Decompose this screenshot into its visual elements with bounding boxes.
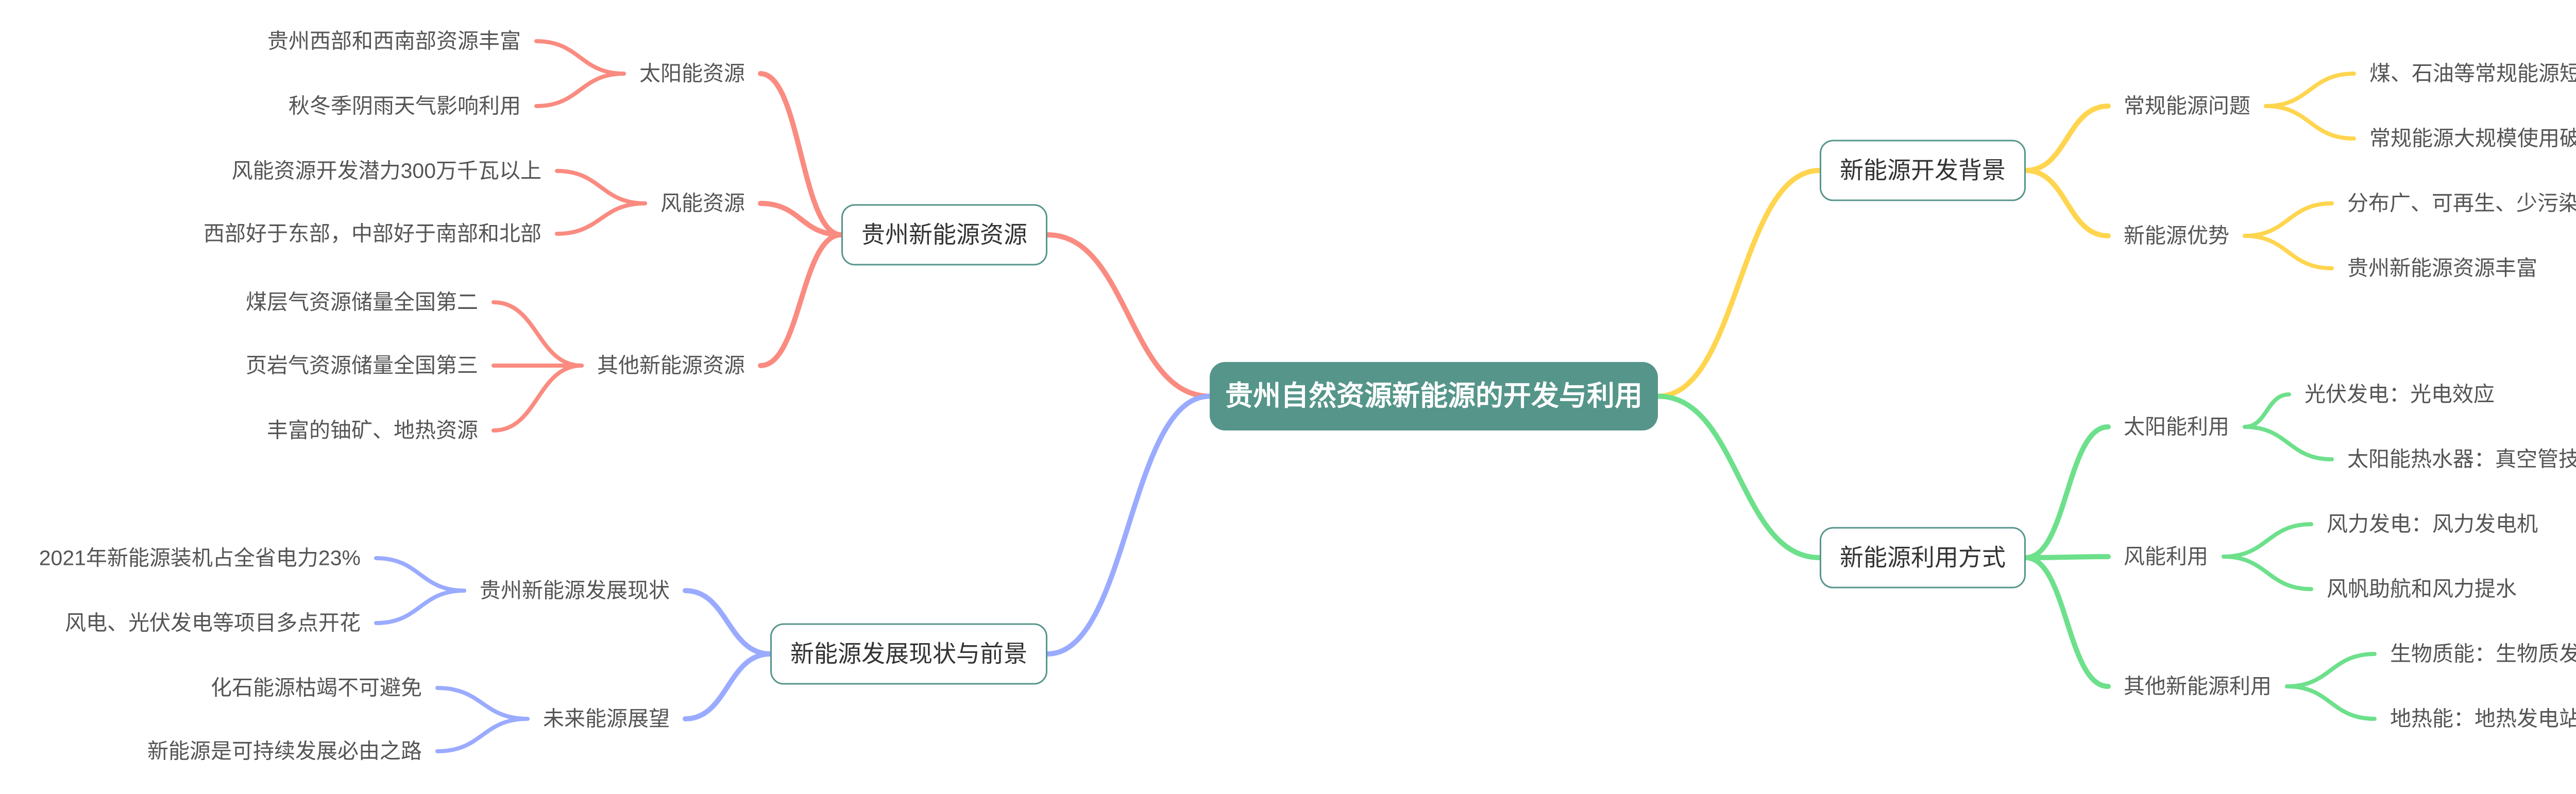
connector-line [435,717,530,753]
connector-line [2222,555,2313,591]
connector-line [2285,652,2377,688]
connector-line [1045,393,1212,657]
leaf-topic[interactable]: 风力发电：风力发电机 [2327,512,2538,536]
connector-line [1045,232,1212,399]
connector-line [2023,424,2111,560]
leaf-topic[interactable]: 新能源是可持续发展必由之路 [147,739,422,763]
leaf-topic[interactable]: 化石能源枯竭不可避免 [211,676,422,700]
connector-line [2243,425,2334,461]
leaf-topic[interactable]: 风电、光伏发电等项目多点开花 [65,611,361,635]
connector-line [534,72,626,108]
connector-line [534,39,626,76]
connector-line [435,686,530,721]
main-topic-background[interactable]: 新能源开发背景 [1820,140,2026,201]
leaf-topic[interactable]: 风帆助航和风力提水 [2327,577,2517,601]
connector-line [758,232,844,368]
main-topic-guizhou-resources[interactable]: 贵州新能源资源 [841,204,1047,266]
connector-line [2285,684,2377,721]
subtopic-solar-resources[interactable]: 太阳能资源 [639,61,745,85]
leaf-topic[interactable]: 光伏发电：光电效应 [2304,382,2495,406]
connector-line [2023,555,2111,689]
subtopic-solar-utilization[interactable]: 太阳能利用 [2124,415,2229,439]
connector-line [683,588,773,657]
leaf-topic[interactable]: 常规能源大规模使用破坏环境 [2369,126,2576,150]
connector-line [2023,554,2111,560]
connector-line [758,71,844,237]
leaf-topic[interactable]: 秋冬季阴雨天气影响利用 [289,94,521,118]
subtopic-new-energy-advantages[interactable]: 新能源优势 [2124,223,2229,248]
subtopic-conventional-energy-problems[interactable]: 常规能源问题 [2124,94,2250,118]
subtopic-wind-resources[interactable]: 风能资源 [660,191,745,215]
leaf-topic[interactable]: 西部好于东部，中部好于南部和北部 [204,221,541,246]
leaf-topic[interactable]: 2021年新能源装机占全省电力23% [39,546,361,570]
connector-line [374,589,466,625]
connector-line [683,651,773,721]
connector-line [2023,103,2111,173]
leaf-topic[interactable]: 地热能：地热发电站 [2390,706,2576,731]
connector-line [2243,392,2291,429]
connector-line [374,556,466,593]
subtopic-future-outlook[interactable]: 未来能源展望 [543,706,670,731]
subtopic-other-resources[interactable]: 其他新能源资源 [597,353,745,377]
connector-line [492,364,584,433]
connector-line [555,169,647,205]
leaf-topic[interactable]: 生物质能：生物质发电厂 [2390,642,2576,666]
leaf-topic[interactable]: 丰富的铀矿、地热资源 [267,418,478,442]
subtopic-wind-utilization[interactable]: 风能利用 [2124,544,2208,568]
connector-line [1655,168,1822,399]
leaf-topic[interactable]: 贵州新能源资源丰富 [2347,256,2537,280]
leaf-topic[interactable]: 分布广、可再生、少污染 [2347,191,2576,215]
subtopic-other-utilization[interactable]: 其他新能源利用 [2124,674,2272,698]
connector-line [2264,72,2356,108]
connector-line [2023,168,2111,238]
leaf-topic[interactable]: 风能资源开发潜力300万千瓦以上 [231,159,541,183]
leaf-topic[interactable]: 煤层气资源储量全国第二 [246,290,478,314]
leaf-topic[interactable]: 贵州西部和西南部资源丰富 [267,29,521,53]
connector-line [1655,393,1822,560]
connector-line [2243,201,2334,238]
connector-line [555,201,647,236]
main-topic-status-outlook[interactable]: 新能源发展现状与前景 [770,623,1047,685]
leaf-topic[interactable]: 太阳能热水器：真空管技术 [2347,447,2576,471]
connector-line [2222,522,2313,559]
central-topic[interactable]: 贵州自然资源新能源的开发与利用 [1210,362,1658,430]
leaf-topic[interactable]: 页岩气资源储量全国第三 [246,353,478,377]
connector-line [2264,104,2356,141]
subtopic-current-status[interactable]: 贵州新能源发展现状 [480,578,670,602]
connector-line [492,300,584,368]
main-topic-utilization[interactable]: 新能源利用方式 [1820,527,2026,589]
connector-line [2243,234,2334,270]
connector-line [758,201,844,237]
leaf-topic[interactable]: 煤、石油等常规能源短缺 [2369,61,2576,85]
